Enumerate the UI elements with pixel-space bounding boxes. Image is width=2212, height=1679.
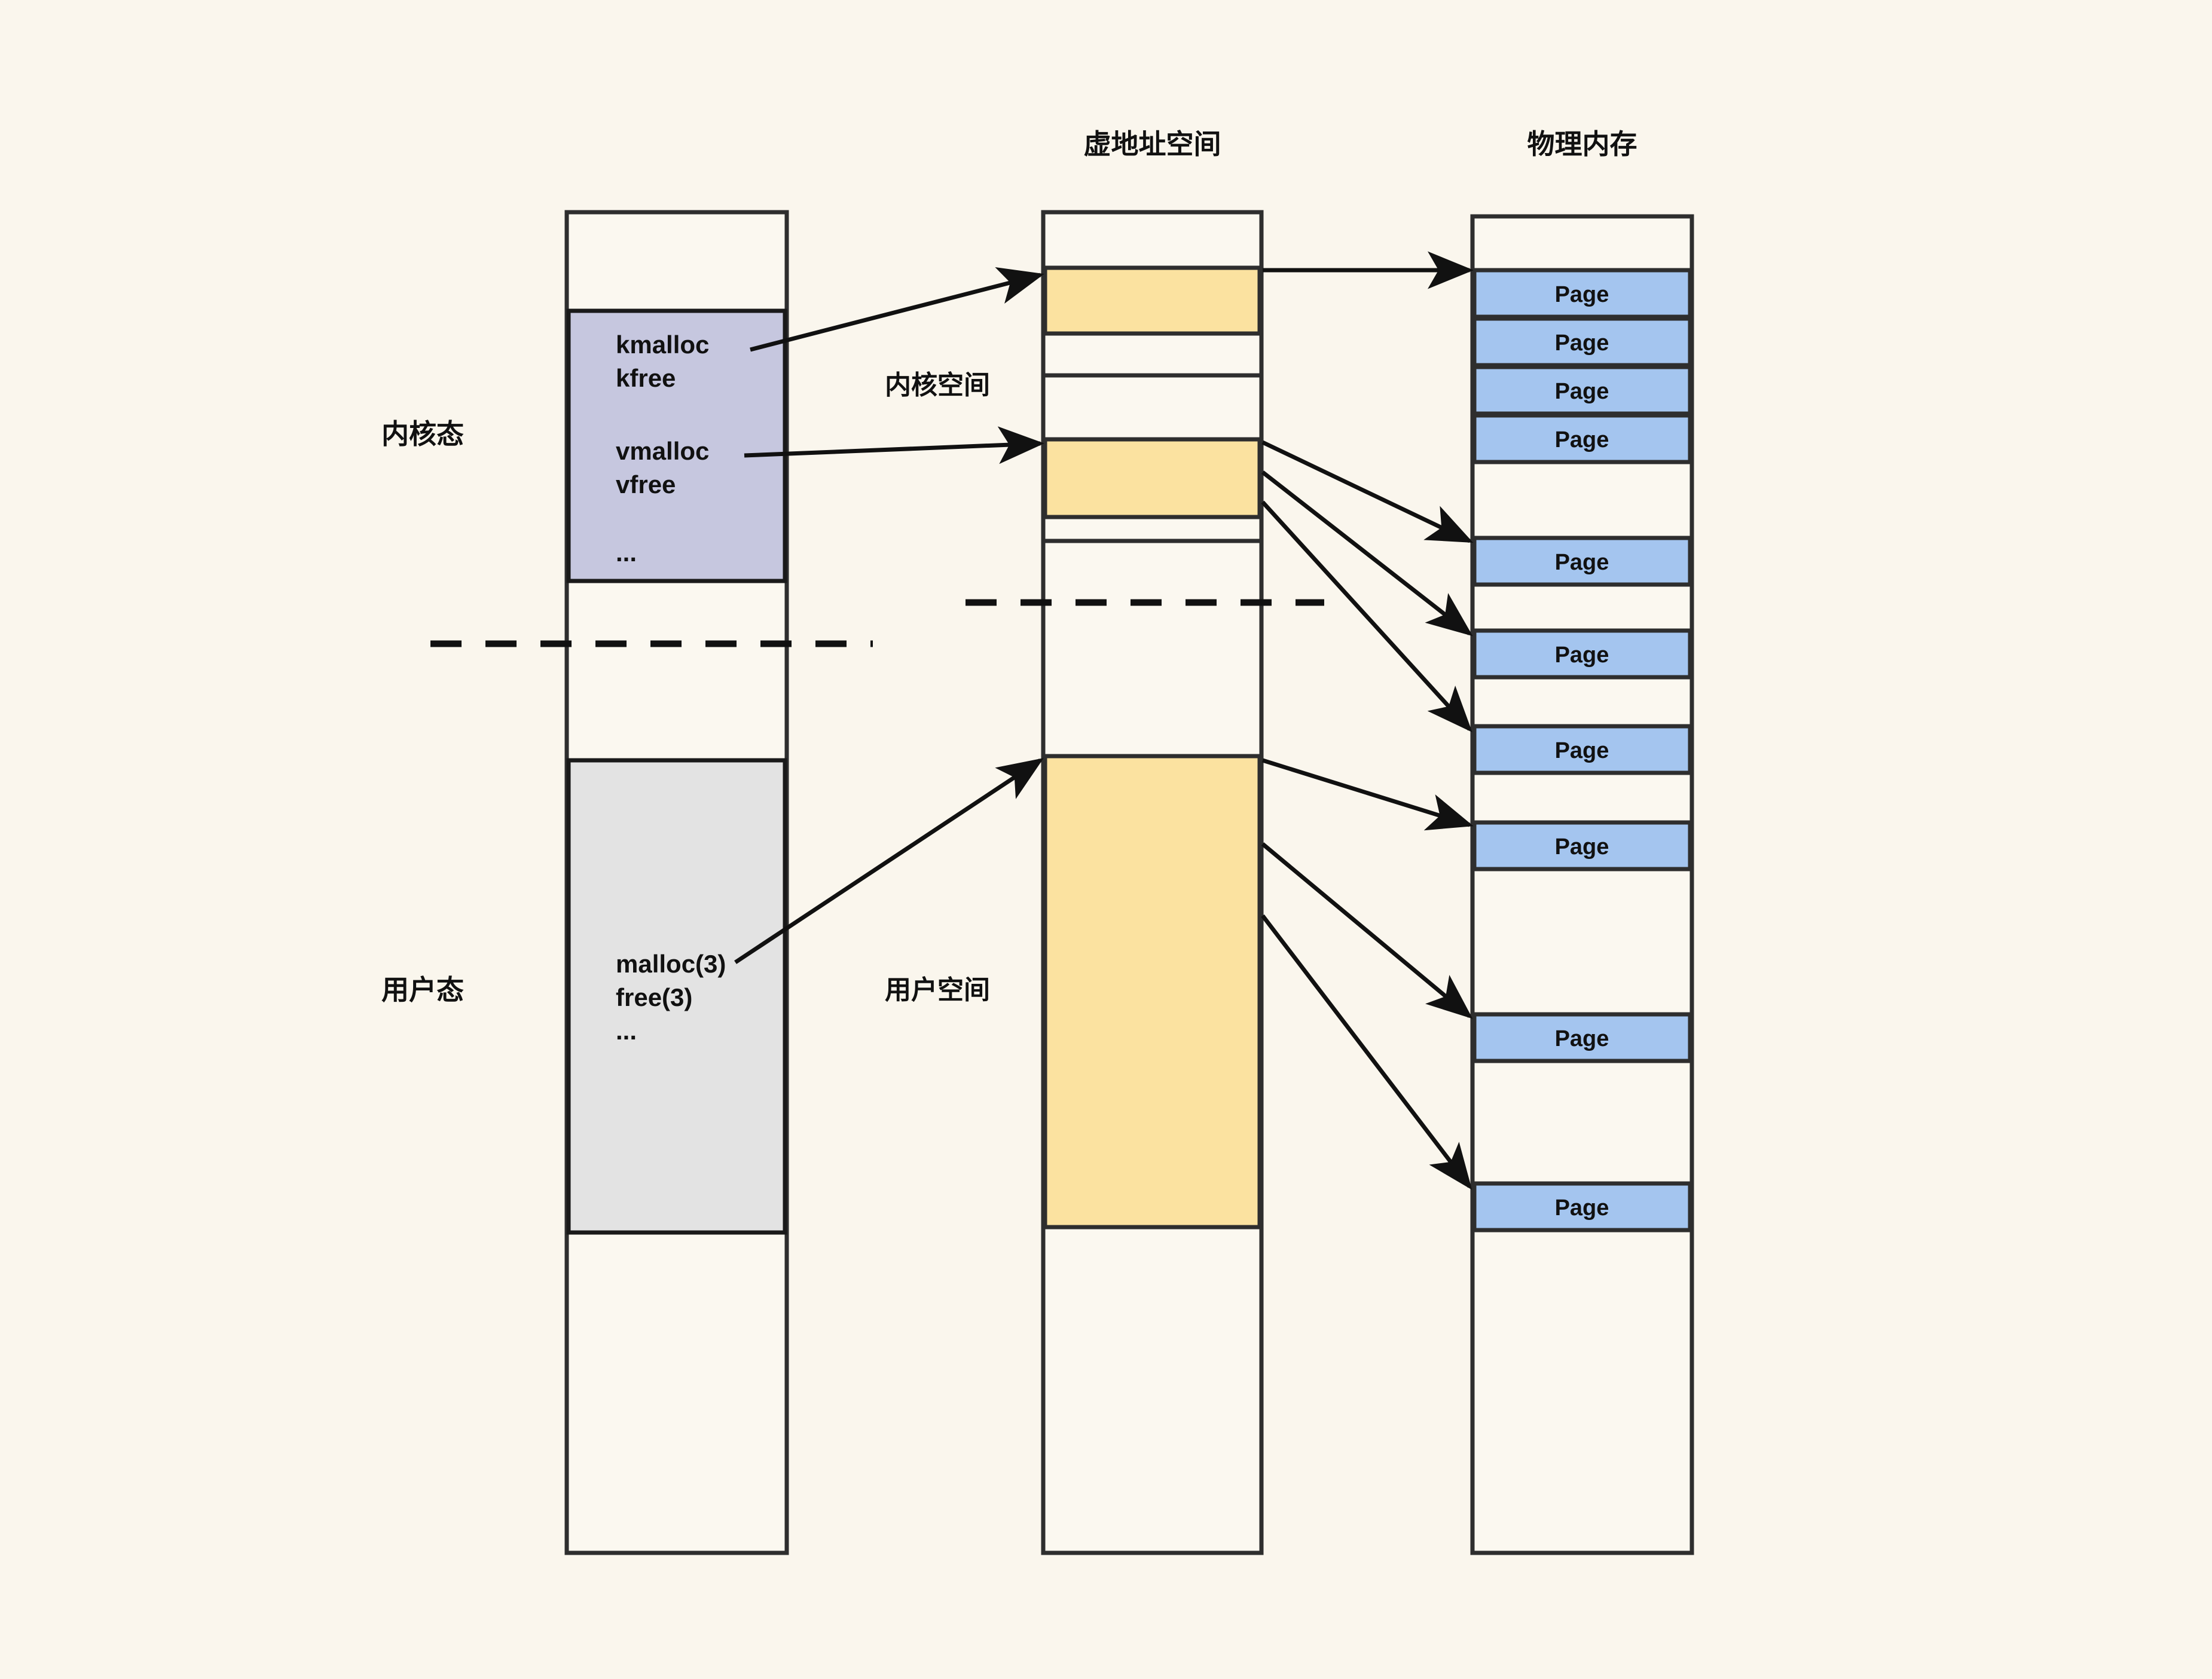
user-api-box: [566, 758, 787, 1235]
page-frame-label: Page: [1555, 1195, 1609, 1221]
leader-malloc-to-virtual: [734, 758, 1044, 964]
page-frame: Page: [1472, 413, 1692, 464]
leader-kmalloc-to-virtual: [750, 267, 1044, 352]
map-arrow-user-1: [1261, 758, 1474, 831]
kernel-api-kfree-label: kfree: [616, 364, 676, 392]
virtual-region-vmalloc: [1043, 437, 1262, 519]
virtual-address-space-column: [966, 210, 1324, 1555]
map-arrow-user-3: [1261, 914, 1472, 1190]
page-frame-label: Page: [1555, 427, 1609, 452]
page-frame-label: Page: [1555, 643, 1609, 668]
map-arrow-vmalloc-2: [1261, 470, 1473, 637]
kernel-api-vmalloc-label: vmalloc: [616, 437, 710, 465]
mode-label-user: 用户态: [381, 974, 464, 1005]
space-label-kernel: 内核空间: [885, 371, 990, 400]
page-frame-label: Page: [1555, 550, 1609, 575]
user-api-ellipsis: ...: [616, 1017, 637, 1045]
map-arrow-user-2: [1261, 842, 1473, 1019]
virtual-to-physical-arrows: [1261, 251, 1474, 1190]
map-arrow-vmalloc-1: [1261, 440, 1474, 543]
physical-memory-title: 物理内存: [1527, 129, 1637, 160]
page-frame-label: Page: [1555, 379, 1609, 404]
leader-lines: [734, 267, 1044, 964]
page-frame: Page: [1472, 1181, 1692, 1233]
user-api-free-label: free(3): [616, 983, 693, 1011]
page-frame: Page: [1472, 1012, 1692, 1063]
page-frame-label: Page: [1555, 282, 1609, 307]
virtual-region-kmalloc: [1043, 265, 1262, 336]
physical-memory-column: Page Page Page Page Page Page: [1470, 214, 1694, 1555]
virtual-region-user-heap: [1043, 754, 1262, 1230]
page-frame-label: Page: [1555, 834, 1609, 860]
kernel-api-vfree-label: vfree: [616, 470, 676, 498]
page-frame-label: Page: [1555, 1026, 1609, 1051]
leader-vmalloc-to-virtual: [744, 426, 1044, 464]
page-frame: Page: [1472, 724, 1692, 775]
kernel-api-box: [566, 308, 787, 583]
page-frame: Page: [1472, 268, 1692, 319]
kernel-api-kmalloc-label: kmalloc: [616, 331, 710, 359]
page-frame: Page: [1472, 820, 1692, 871]
page-frame: Page: [1472, 628, 1692, 680]
space-label-user: 用户空间: [885, 975, 990, 1005]
virtual-address-space-title: 虚地址空间: [1083, 129, 1221, 160]
api-column: [430, 210, 873, 1555]
page-frame: Page: [1472, 365, 1692, 416]
page-frame: Page: [1472, 316, 1692, 368]
page-frame-label: Page: [1555, 331, 1609, 356]
kernel-api-ellipsis: ...: [616, 539, 637, 567]
page-frame-label: Page: [1555, 738, 1609, 763]
user-api-malloc-label: malloc(3): [616, 950, 726, 978]
mode-label-kernel: 内核态: [381, 418, 464, 449]
page-frame: Page: [1472, 536, 1692, 587]
map-arrow-vmalloc-3: [1261, 500, 1472, 733]
